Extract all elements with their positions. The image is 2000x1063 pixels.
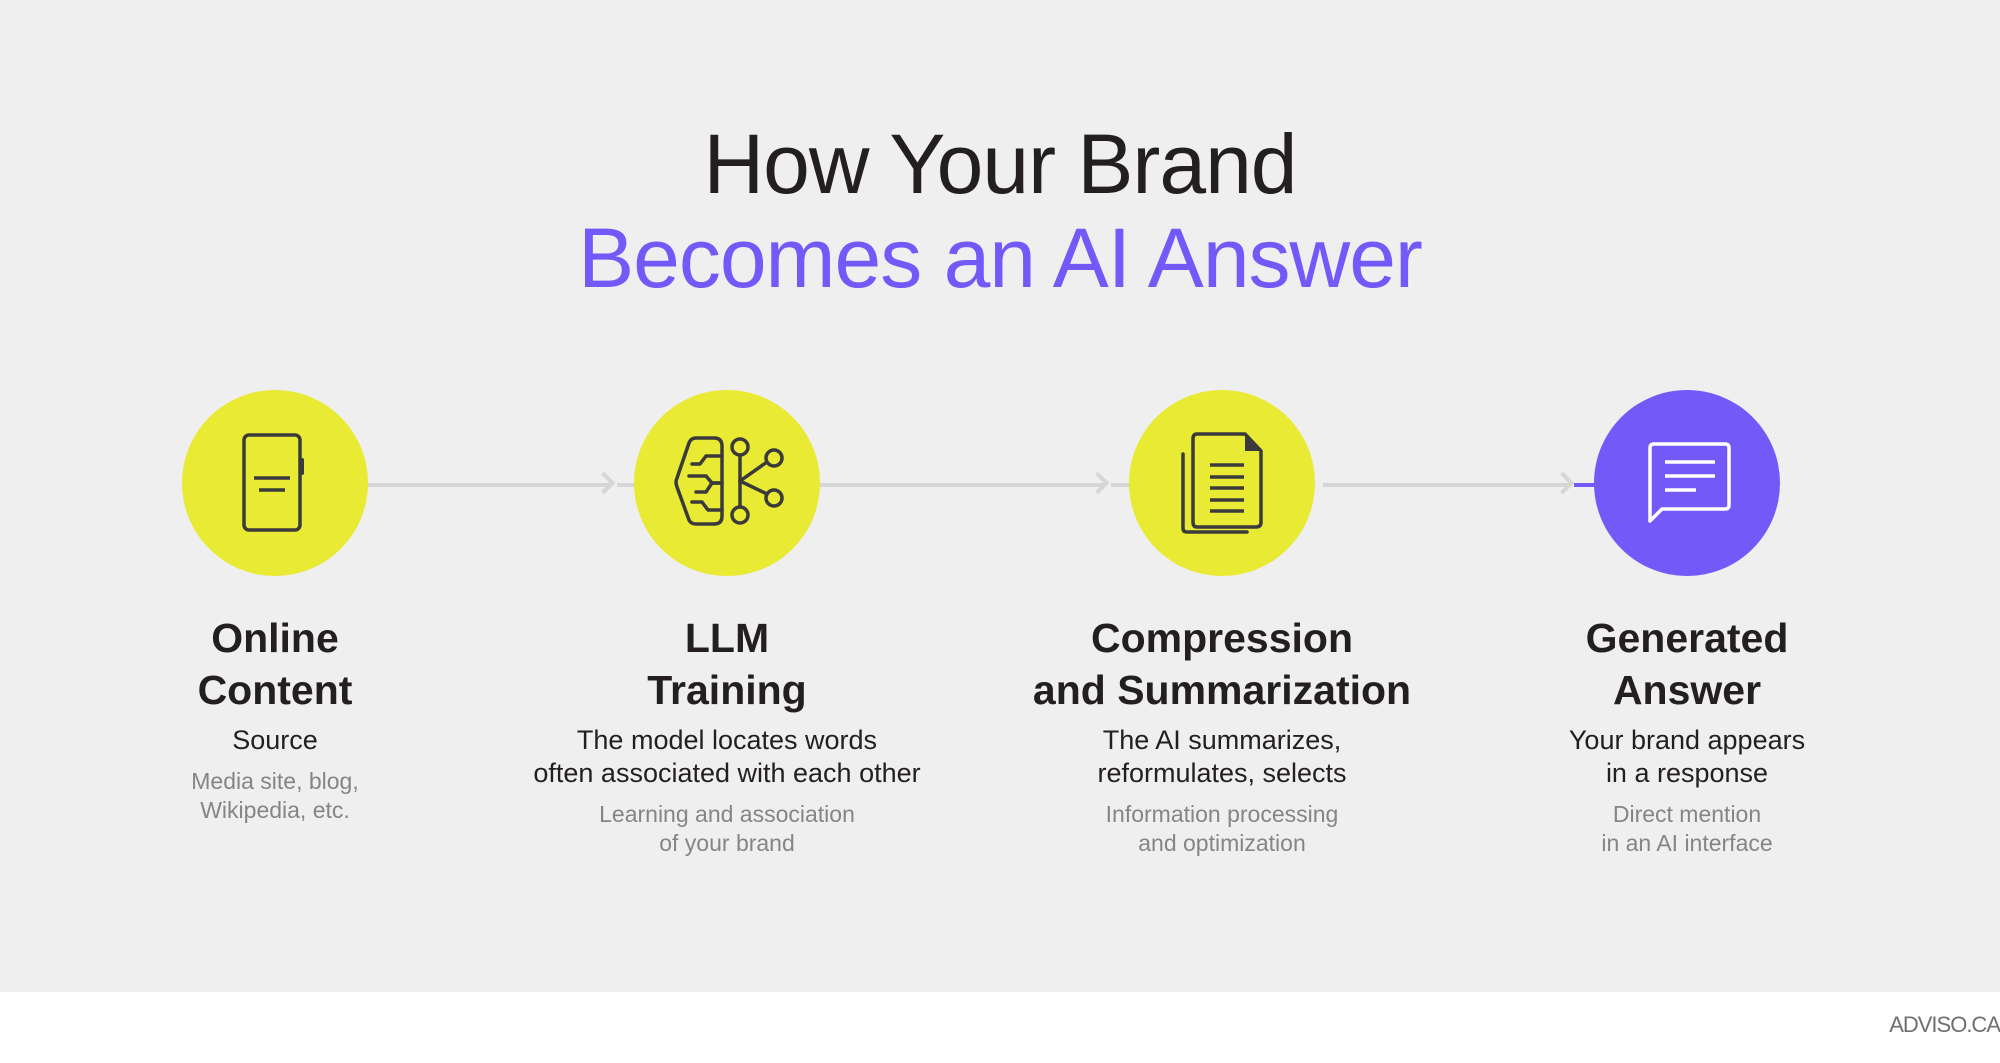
step-online-content: Online Content Source Media site, blog, … [45, 612, 505, 825]
connector-2-3 [820, 483, 1105, 487]
step-heading: Online Content [197, 615, 353, 713]
step-heading: Generated Answer [1585, 615, 1789, 713]
step-description: The model locates words often associated… [533, 725, 921, 788]
step-description: Your brand appears in a response [1568, 725, 1806, 788]
connector-1-2-tail [617, 483, 635, 487]
chat-bubble-icon [1648, 442, 1731, 523]
step-llm-training: LLM Training The model locates words oft… [497, 612, 957, 858]
title-line-2: Becomes an AI Answer [578, 211, 1423, 305]
footer-band [0, 992, 2000, 1063]
connector-1-2 [368, 483, 610, 487]
connector-3-4-tail [1574, 483, 1595, 487]
step-compression-summarization: Compression and Summarization The AI sum… [992, 612, 1452, 858]
step-description: Source [232, 725, 318, 755]
title-line-1: How Your Brand [703, 117, 1297, 211]
step-4-icon-circle [1594, 390, 1780, 576]
step-1-icon-circle [182, 390, 368, 576]
step-note: Media site, blog, Wikipedia, etc. [191, 768, 359, 823]
connector-2-3-tail [1111, 483, 1130, 487]
step-description: The AI summarizes, reformulates, selects [1097, 725, 1347, 788]
step-heading: Compression and Summarization [1032, 615, 1412, 713]
phone-content-icon [242, 433, 304, 532]
step-3-icon-circle [1129, 390, 1315, 576]
step-note: Learning and association of your brand [599, 801, 855, 856]
connector-3-4 [1323, 483, 1570, 487]
step-heading: LLM Training [647, 615, 807, 713]
step-note: Information processing and optimization [1105, 801, 1339, 856]
brain-network-icon [674, 436, 784, 526]
documents-icon [1181, 432, 1263, 534]
brand-watermark: ADVISO.CA [1889, 1012, 2000, 1037]
step-note: Direct mention in an AI interface [1601, 801, 1773, 856]
step-2-icon-circle [634, 390, 820, 576]
step-generated-answer: Generated Answer Your brand appears in a… [1457, 612, 1917, 858]
